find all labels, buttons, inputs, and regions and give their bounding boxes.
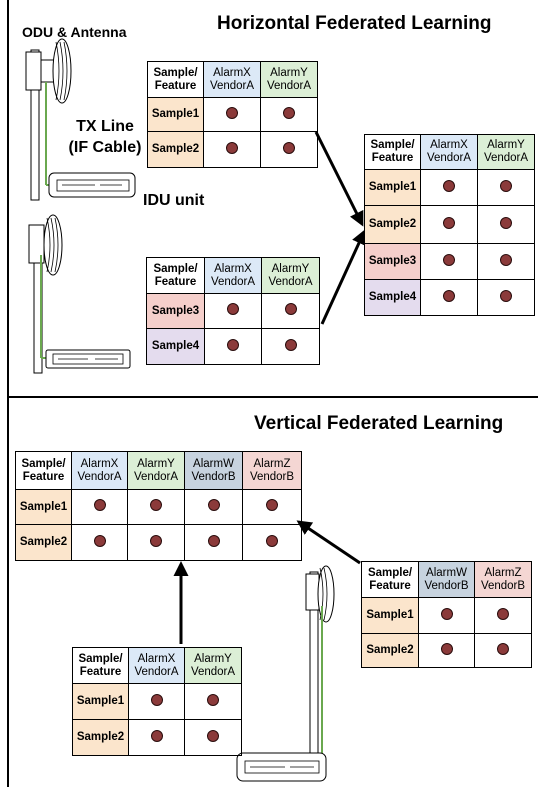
data-cell xyxy=(184,524,243,561)
arrow-icon xyxy=(314,131,364,227)
horizontal-fl-panel xyxy=(7,0,538,398)
arrow-icon xyxy=(296,520,361,565)
sample-row-label: Sample1 xyxy=(72,683,129,720)
corner-header: Sample/Feature xyxy=(361,561,419,598)
sample-row-label: Sample2 xyxy=(364,205,421,244)
corner-header: Sample/Feature xyxy=(146,257,205,294)
corner-header: Sample/Feature xyxy=(364,134,421,170)
idu-unit-icon xyxy=(236,752,327,782)
data-cell xyxy=(242,489,302,525)
data-cell xyxy=(242,524,302,561)
data-cell xyxy=(420,279,478,316)
data-cell xyxy=(71,524,128,561)
sample-row-label: Sample3 xyxy=(364,243,421,280)
data-cell xyxy=(474,633,532,668)
idu-unit-icon xyxy=(48,172,136,198)
data-cell xyxy=(260,131,318,168)
data-cell xyxy=(418,633,475,668)
vertical-fl-panel xyxy=(7,398,538,787)
data-cell xyxy=(127,524,185,561)
vertical-fl-title: Vertical Federated Learning xyxy=(254,413,504,434)
idu-unit-label: IDU unit xyxy=(143,192,205,209)
data-cell xyxy=(261,328,320,365)
data-cell xyxy=(127,489,185,525)
data-cell xyxy=(477,279,535,316)
corner-header: Sample/Feature xyxy=(15,451,72,490)
data-cell xyxy=(261,293,320,329)
data-cell xyxy=(204,328,262,365)
horizontal-fl-title: Horizontal Federated Learning xyxy=(217,13,492,34)
arrow-icon xyxy=(320,229,366,325)
data-cell xyxy=(418,597,475,634)
data-cell xyxy=(474,597,532,634)
sample-row-label: Sample2 xyxy=(361,633,419,668)
data-cell xyxy=(477,243,535,280)
data-cell xyxy=(204,293,262,329)
sample-row-label: Sample2 xyxy=(147,131,204,168)
data-cell xyxy=(128,683,185,720)
sample-row-label: Sample1 xyxy=(15,489,72,525)
microwave-antenna-icon xyxy=(28,214,63,374)
sample-row-label: Sample1 xyxy=(364,169,421,206)
idu-unit-icon xyxy=(45,349,131,369)
sample-row-label: Sample4 xyxy=(146,328,205,365)
data-cell xyxy=(420,205,478,244)
data-cell xyxy=(420,169,478,206)
data-cell xyxy=(71,489,128,525)
corner-header: Sample/Feature xyxy=(147,61,204,98)
data-cell xyxy=(420,243,478,280)
tx-line-label: TX Line xyxy=(76,118,134,135)
data-cell xyxy=(203,131,261,168)
sample-row-label: Sample1 xyxy=(361,597,419,634)
data-cell xyxy=(184,683,242,720)
data-cell xyxy=(260,97,318,132)
data-cell xyxy=(203,97,261,132)
sample-row-label: Sample4 xyxy=(364,279,421,316)
sample-row-label: Sample3 xyxy=(146,293,205,329)
corner-header: Sample/Feature xyxy=(72,647,129,684)
microwave-antenna-icon xyxy=(305,565,335,773)
data-cell xyxy=(184,489,243,525)
data-cell xyxy=(128,719,185,756)
odu-antenna-label: ODU & Antenna xyxy=(22,24,127,40)
microwave-antenna-icon xyxy=(25,38,72,201)
data-cell xyxy=(184,719,242,756)
sample-row-label: Sample2 xyxy=(15,524,72,561)
data-cell xyxy=(477,169,535,206)
sample-row-label: Sample1 xyxy=(147,97,204,132)
sample-row-label: Sample2 xyxy=(72,719,129,756)
data-cell xyxy=(477,205,535,244)
if-cable-label: (IF Cable) xyxy=(68,139,142,156)
